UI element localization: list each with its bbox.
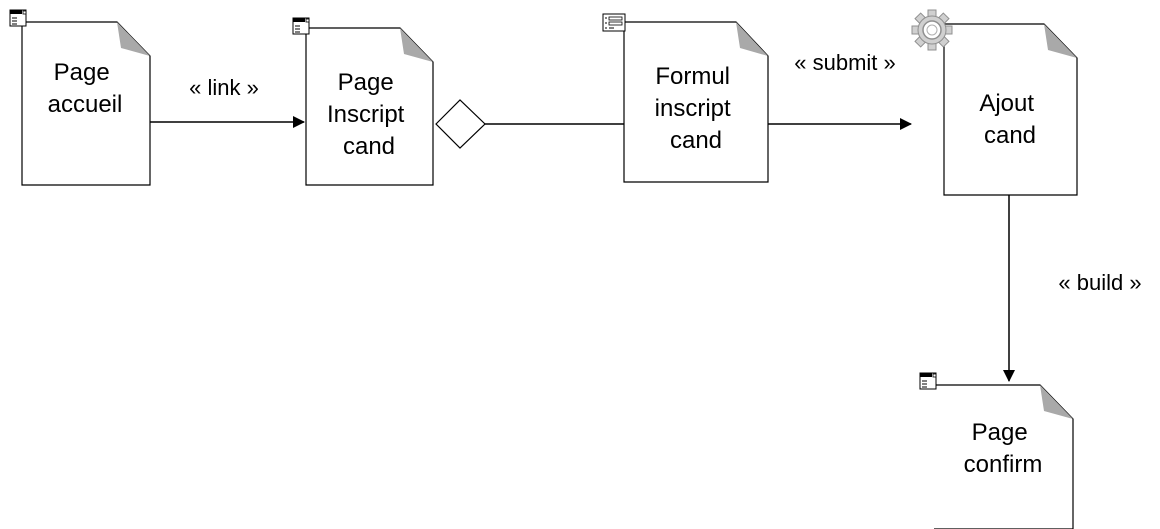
node-label: Page Inscript cand xyxy=(327,69,411,160)
label-line: Formul xyxy=(655,63,730,90)
label-line: Ajout xyxy=(979,90,1034,117)
gear-icon xyxy=(911,9,953,51)
node-label: Page accueil xyxy=(48,59,123,118)
label-line: Page xyxy=(54,59,110,86)
node-label: Formul inscript cand xyxy=(655,63,738,154)
edge-label-submit: « submit » xyxy=(794,50,896,75)
label-line: cand xyxy=(343,133,395,160)
node-label: Page confirm xyxy=(964,419,1043,478)
page-shape xyxy=(21,21,151,186)
window-page-icon xyxy=(919,372,937,390)
form-icon xyxy=(602,13,626,32)
page-shape xyxy=(943,23,1078,196)
node-ajout-cand[interactable]: Ajout cand xyxy=(911,9,1078,196)
edge-link: « link » xyxy=(150,75,305,128)
edge-build: « build » xyxy=(1003,195,1142,382)
window-page-icon xyxy=(292,17,310,35)
node-page-inscript-cand[interactable]: Page Inscript cand xyxy=(292,17,434,186)
label-line: accueil xyxy=(48,91,123,118)
label-line: inscript xyxy=(655,95,731,122)
edge-label-link: « link » xyxy=(189,75,259,100)
page-fold xyxy=(736,22,768,56)
node-label: Ajout cand xyxy=(979,90,1040,149)
label-line: cand xyxy=(670,127,722,154)
page-fold xyxy=(117,22,150,56)
page-fold xyxy=(400,28,433,62)
label-line: confirm xyxy=(964,451,1043,478)
window-page-icon xyxy=(9,9,27,27)
page-fold xyxy=(1044,24,1077,58)
node-formul-inscript-cand[interactable]: Formul inscript cand xyxy=(602,13,769,183)
node-page-accueil[interactable]: Page accueil xyxy=(9,9,151,186)
edge-submit: « submit » xyxy=(768,50,912,130)
page-shape xyxy=(623,21,769,183)
label-line: Inscript xyxy=(327,101,405,128)
label-line: Page xyxy=(972,419,1028,446)
page-fold xyxy=(1040,385,1073,419)
label-line: Page xyxy=(338,69,394,96)
edge-label-build: « build » xyxy=(1058,270,1141,295)
edge-composition xyxy=(435,99,624,149)
node-page-confirm[interactable]: Page confirm xyxy=(919,372,1074,529)
label-line: cand xyxy=(984,122,1036,149)
page-shape xyxy=(305,27,434,186)
composition-diamond xyxy=(435,99,486,149)
